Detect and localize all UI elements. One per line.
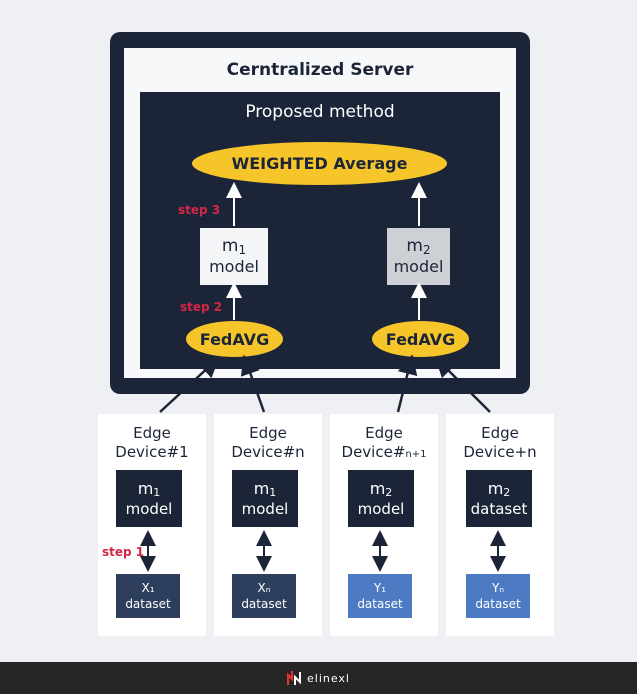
model-symbol: m1 (221, 235, 247, 257)
arrow-device2-to-fedavg1 (240, 354, 266, 413)
brand-logo-icon (287, 671, 301, 685)
fedavg-node-2: FedAVG (372, 321, 469, 357)
arrow-device4-to-fedavg2 (434, 356, 491, 413)
device-model-2: m1 model (232, 470, 298, 527)
device-model-3: m2 model (348, 470, 414, 527)
model-symbol: m2 (406, 235, 431, 257)
server-model-1: m1 model (200, 228, 268, 285)
fedavg-node-1: FedAVG (186, 321, 283, 357)
device-model-1: m1 model (116, 470, 182, 527)
proposed-method-title: Proposed method (245, 102, 395, 122)
server-title: Cerntralized Server (226, 60, 414, 80)
step-2-label: step 2 (180, 300, 223, 314)
server-model-2: m2 model (387, 228, 450, 285)
step-3-label: step 3 (178, 203, 221, 217)
weighted-average-node: WEIGHTED Average (192, 142, 447, 185)
step-1-label: step 1 (102, 545, 145, 559)
model-label: model (393, 256, 444, 276)
arrow-device1-to-fedavg1 (159, 357, 220, 413)
brand-name: elinexl (307, 671, 350, 685)
device-model-4: m2 dataset (466, 470, 532, 527)
arrow-device3-to-fedavg2 (396, 354, 418, 413)
footer-bar: elinexl (0, 662, 637, 694)
model-label: model (209, 256, 259, 276)
